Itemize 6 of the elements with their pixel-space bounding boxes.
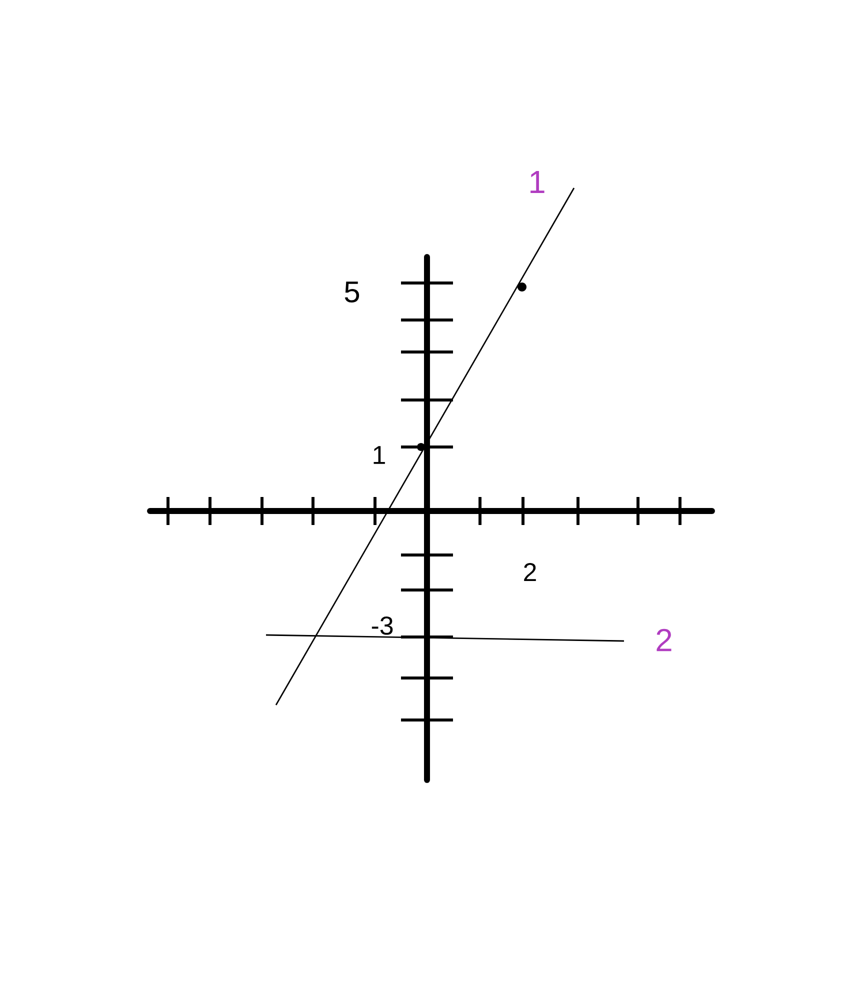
number-label: 1	[374, 446, 385, 464]
number-label: 5	[344, 282, 360, 302]
number-label: 2	[656, 628, 672, 652]
number-label: -3	[372, 616, 393, 635]
number-label: 1	[530, 171, 544, 193]
number-label: 2	[524, 562, 536, 582]
